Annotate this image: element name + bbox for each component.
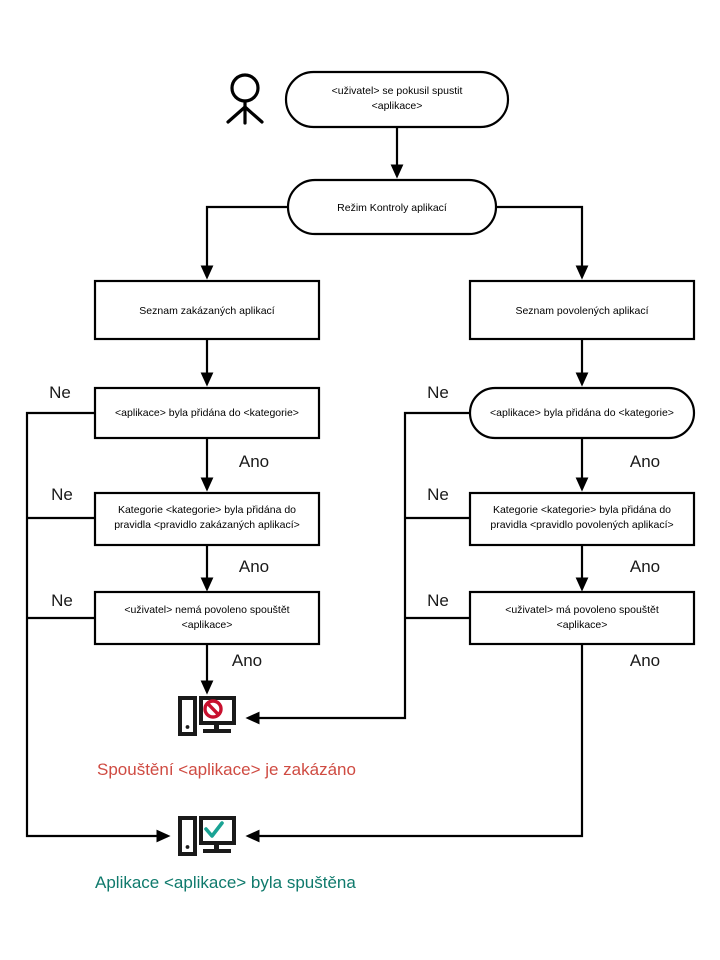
label-left-yes-2: Ano [239,557,269,576]
node-allowlist-label: Seznam povolených aplikací [515,305,648,317]
node-right-question-2: Kategorie <kategorie> byla přidána do pr… [468,491,696,547]
computer-allowed-icon [178,816,236,856]
node-left-question-3-line1: <uživatel> nemá povoleno spouštět [124,604,289,616]
node-right-question-2-line1: Kategorie <kategorie> byla přidána do [493,504,671,516]
node-mode-label: Režim Kontroly aplikací [337,202,447,214]
node-left-question-2-line1: Kategorie <kategorie> byla přidána do [118,504,296,516]
label-right-no-2: Ne [427,485,449,504]
label-right-yes-1: Ano [630,452,660,471]
node-denylist-label: Seznam zakázaných aplikací [139,305,274,317]
node-right-question-3: <uživatel> má povoleno spouštět <aplikac… [468,590,696,646]
label-left-no-1: Ne [49,383,71,402]
connector-right-no-rail [245,411,470,725]
node-left-question-3: <uživatel> nemá povoleno spouštět <aplik… [93,590,321,646]
label-left-no-2: Ne [51,485,73,504]
node-right-question-3-line2: <aplikace> [557,619,608,631]
connector-rightq3-to-allowed [245,644,584,843]
node-left-question-2-line2: pravidla <pravidlo zakázaných aplikací> [114,519,300,531]
label-right-no-1: Ne [427,383,449,402]
node-allowlist: Seznam povolených aplikací [468,279,696,341]
label-left-no-3: Ne [51,591,73,610]
node-left-question-3-line2: <aplikace> [182,619,233,631]
node-start: <uživatel> se pokusil spustit <aplikace> [284,70,510,129]
node-start-line1: <uživatel> se pokusil spustit [332,85,463,97]
connector-mode-to-denylist [200,205,288,280]
node-right-question-1: <aplikace> byla přidána do <kategorie> [468,386,696,440]
node-right-question-1-label: <aplikace> byla přidána do <kategorie> [490,407,674,419]
label-right-yes-3: Ano [630,651,660,670]
user-person-icon [226,73,264,125]
caption-allowed: Aplikace <aplikace> byla spuštěna [95,873,356,892]
label-left-yes-1: Ano [239,452,269,471]
label-right-no-3: Ne [427,591,449,610]
node-right-question-3-line1: <uživatel> má povoleno spouštět [505,604,659,616]
node-denylist: Seznam zakázaných aplikací [93,279,321,341]
node-left-question-2: Kategorie <kategorie> byla přidána do pr… [93,491,321,547]
node-right-question-2-line2: pravidla <pravidlo povolených aplikací> [490,519,673,531]
computer-blocked-icon [178,696,236,736]
node-left-question-1: <aplikace> byla přidána do <kategorie> [93,386,321,440]
label-right-yes-2: Ano [630,557,660,576]
caption-blocked: Spouštění <aplikace> je zakázáno [97,760,356,779]
node-left-question-1-label: <aplikace> byla přidána do <kategorie> [115,407,299,419]
node-start-line2: <aplikace> [372,100,423,112]
connector-left-no-rail [25,411,171,843]
connector-mode-to-allowlist [496,205,589,280]
label-left-yes-3: Ano [232,651,262,670]
node-mode: Režim Kontroly aplikací [286,178,498,236]
